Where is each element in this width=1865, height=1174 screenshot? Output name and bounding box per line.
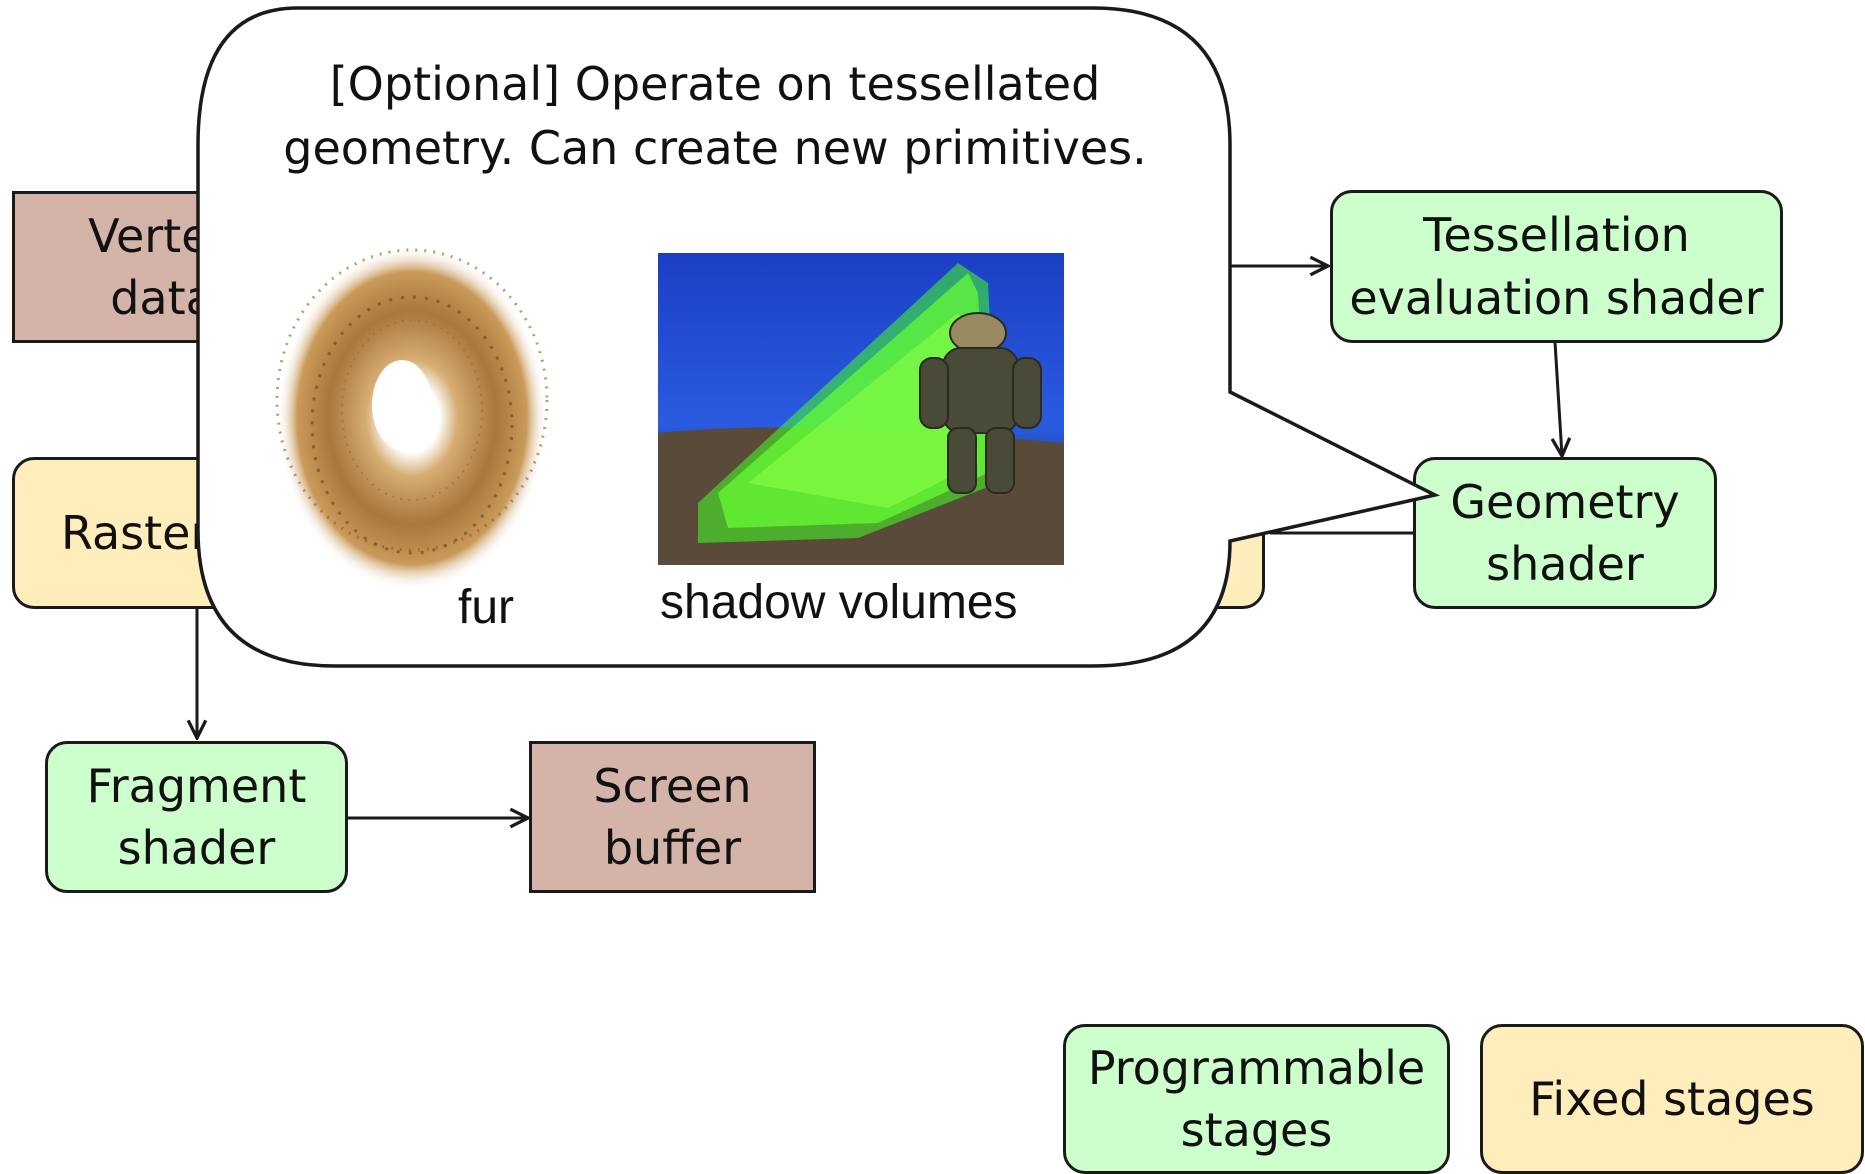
legend-fixed-label: Fixed stages [1529, 1071, 1815, 1126]
screen-buffer-line2: buffer [603, 821, 742, 875]
vertex-data-box: Vertex data [12, 191, 312, 343]
fur-caption: fur [458, 581, 515, 634]
callout-line1: [Optional] Operate on tessellated [329, 57, 1101, 111]
geometry-shader-box: Geometry shader [1413, 457, 1717, 609]
fragment-shader-line2: shader [117, 821, 276, 875]
fragment-shader-line1: Fragment [86, 758, 307, 813]
arrow-tess-to-geometry [1555, 341, 1562, 456]
callout-line2: geometry. Can create new primitives. [283, 121, 1147, 176]
fur-torus-image [275, 246, 549, 590]
fragment-shader-box: Fragment shader [45, 741, 348, 893]
tessellation-evaluation-shader-box: Tessellation evaluation shader [1330, 190, 1783, 343]
legend-programmable-line1: Programmable [1087, 1040, 1426, 1095]
tess-eval-line2: evaluation shader [1349, 270, 1764, 325]
screen-buffer-line1: Screen [593, 758, 752, 813]
legend-programmable-stages: Programmable stages [1063, 1024, 1450, 1174]
screen-buffer-box: Screen buffer [529, 741, 816, 893]
legend-programmable-line2: stages [1180, 1103, 1333, 1157]
geometry-shader-line1: Geometry [1450, 474, 1680, 529]
callout-description: [Optional] Operate on tessellated geomet… [200, 52, 1230, 181]
geometry-shader-line2: shader [1486, 537, 1644, 591]
shadow-volumes-image [658, 253, 1064, 565]
shadow-volumes-caption: shadow volumes [660, 576, 1018, 629]
tess-eval-line1: Tessellation [1423, 208, 1690, 263]
legend-fixed-stages: Fixed stages [1480, 1024, 1864, 1174]
